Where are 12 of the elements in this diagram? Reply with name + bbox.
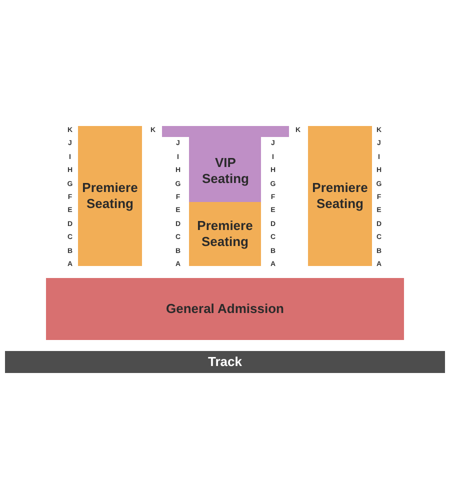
- section-label: General Admission: [166, 301, 284, 317]
- section-label: Premiere Seating: [311, 180, 369, 212]
- seating-section: [308, 126, 372, 266]
- section-label: VIP Seating: [201, 155, 250, 187]
- seating-section: [189, 202, 261, 266]
- section-label: Track: [208, 354, 242, 370]
- section-label: Premiere Seating: [81, 180, 139, 212]
- vip-section: [162, 126, 289, 202]
- seating-section: [78, 126, 142, 266]
- track: [5, 351, 445, 373]
- general-admission-area: [46, 278, 404, 340]
- section-label: Premiere Seating: [196, 218, 254, 250]
